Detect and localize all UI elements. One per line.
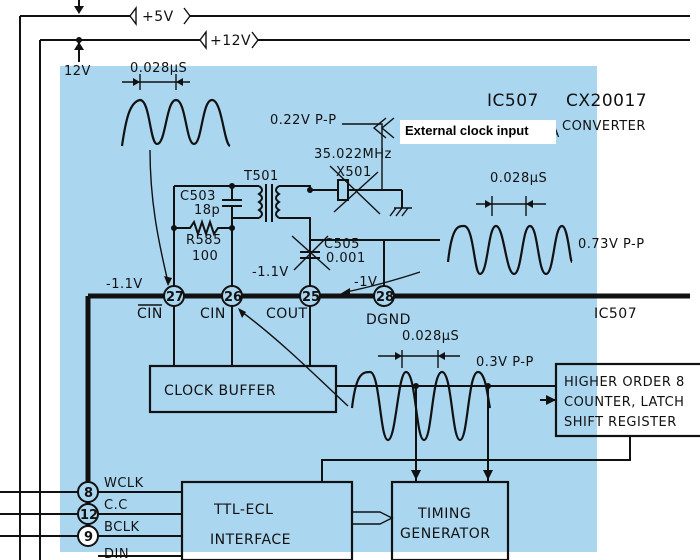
ic-part: CX20017 bbox=[566, 91, 647, 111]
timing-wiring bbox=[321, 383, 631, 482]
voltage-cout: -1V bbox=[354, 275, 377, 290]
signal-wclk-pin: 8 bbox=[84, 486, 93, 501]
r585-label: R585 bbox=[186, 233, 222, 248]
waveform-2-period: 0.028µS bbox=[490, 171, 547, 186]
external-clock-label: External clock input bbox=[400, 120, 556, 144]
pin-27-label: CIN bbox=[137, 306, 163, 322]
pin-26: 26 bbox=[221, 285, 243, 307]
timing-line2: GENERATOR bbox=[400, 526, 490, 542]
ttl-ecl-line2: INTERFACE bbox=[210, 532, 291, 548]
pin-28: 28 bbox=[373, 285, 395, 307]
c503-r585-network bbox=[171, 183, 242, 290]
label-plus5v: +5V bbox=[142, 9, 174, 25]
pin-27-number: 27 bbox=[166, 290, 184, 305]
t501-label: T501 bbox=[243, 169, 279, 184]
external-clock-arrow bbox=[342, 117, 395, 190]
pin-25: 25 bbox=[299, 285, 321, 307]
clock-buffer-block bbox=[148, 364, 338, 414]
timing-line1: TIMING bbox=[417, 506, 471, 522]
pin-25-number: 25 bbox=[302, 290, 320, 305]
pin-27: 27 bbox=[163, 285, 185, 307]
higher-order-line2: COUNTER, LATCH bbox=[564, 395, 684, 410]
signal-bclk-pin: 9 bbox=[84, 530, 93, 545]
r585-value: 100 bbox=[192, 249, 218, 264]
c505-value: 0.001 bbox=[326, 251, 366, 266]
label-plus12v: +12V bbox=[210, 33, 251, 49]
c505-capacitor bbox=[291, 235, 440, 290]
c503-value: 18p bbox=[194, 203, 220, 218]
waveform-2-amplitude: 0.73V P-P bbox=[578, 237, 645, 252]
higher-order-line1: HIGHER ORDER 8 bbox=[564, 375, 685, 390]
pin-28-label: DGND bbox=[366, 312, 411, 328]
waveform-1-period: 0.028µS bbox=[130, 61, 187, 76]
pin-28-number: 28 bbox=[376, 290, 394, 305]
ic-function-line2: CONVERTER bbox=[562, 119, 646, 134]
waveform-3 bbox=[350, 350, 492, 442]
voltage-cin: -1.1V bbox=[252, 265, 289, 280]
ttl-ecl-interface-block bbox=[180, 480, 354, 560]
ic-highlight-region bbox=[60, 66, 597, 552]
signal-cc-pin: 12 bbox=[80, 508, 98, 523]
waveform-1 bbox=[120, 74, 231, 286]
pin-26-number: 26 bbox=[224, 290, 242, 305]
timing-generator-block bbox=[390, 480, 510, 560]
waveform-ext-amplitude: 0.22V P-P bbox=[270, 113, 337, 128]
signal-wclk-label: WCLK bbox=[104, 476, 144, 491]
signal-din-label: DIN bbox=[104, 547, 129, 560]
voltage-cin-bar: -1.1V bbox=[106, 277, 143, 292]
clock-buffer-label: CLOCK BUFFER bbox=[164, 383, 276, 399]
label-12v-side: 12V bbox=[64, 64, 91, 79]
pin-25-label: COUT bbox=[266, 306, 308, 322]
ic-right-ref: IC507 bbox=[594, 306, 637, 322]
waveform-3-amplitude: 0.3V P-P bbox=[476, 355, 534, 370]
ttl-ecl-line1: TTL-ECL bbox=[213, 502, 273, 518]
pin-26-label: CIN bbox=[200, 306, 226, 322]
x501-frequency: 35.022MHz bbox=[314, 147, 392, 162]
signal-cc-label: C.C bbox=[104, 498, 128, 513]
x501-label: X501 bbox=[336, 165, 372, 180]
signal-inputs bbox=[0, 481, 182, 557]
pin-legs bbox=[173, 306, 349, 407]
power-rails bbox=[19, 0, 690, 560]
higher-order-line3: SHIFT REGISTER bbox=[564, 415, 677, 430]
waveform-3-period: 0.028µS bbox=[402, 329, 459, 344]
c503-label: C503 bbox=[180, 189, 216, 204]
ic-ref: IC507 bbox=[487, 91, 539, 111]
signal-bclk-label: BCLK bbox=[104, 520, 140, 535]
